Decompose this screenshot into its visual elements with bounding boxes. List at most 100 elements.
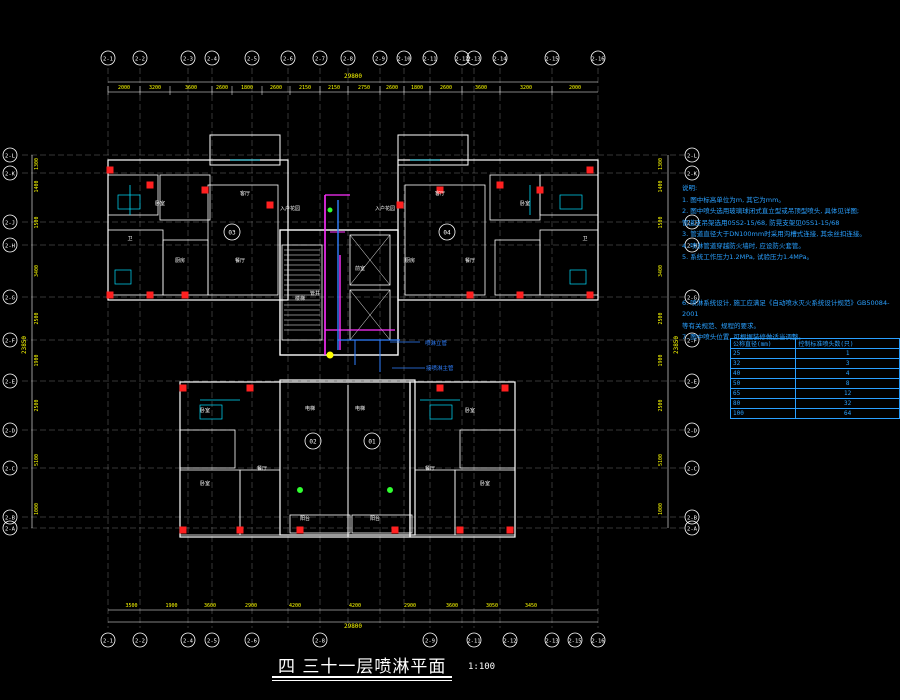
- axis-bubble: [244, 50, 260, 66]
- axis-label: 2-L: [687, 154, 698, 160]
- room-label: 卧室: [200, 480, 210, 487]
- room-outline: [207, 184, 279, 296]
- sprinkler-head: [387, 487, 393, 493]
- dimension-value: 2500: [658, 312, 664, 324]
- red-column-mark: [106, 166, 114, 174]
- axis-label: 2-15: [568, 639, 581, 645]
- axis-bubble: [567, 632, 583, 648]
- dimension-value: 1800: [241, 85, 253, 91]
- axis-bubble: [2, 214, 18, 230]
- room-outline: [159, 174, 211, 221]
- red-column-mark: [179, 526, 187, 534]
- room-label: 电梯: [305, 405, 315, 412]
- axis-bubble: [2, 289, 18, 305]
- note-line: 3. 管道直径大于DN100mm时采用沟槽式连接, 其余丝扣连接。: [682, 230, 866, 238]
- fixture-outline: [569, 269, 587, 285]
- axis-label: 2-A: [687, 527, 698, 533]
- axis-bubble: [132, 632, 148, 648]
- axis-label: 2-A: [5, 527, 16, 533]
- axis-bubble: [544, 50, 560, 66]
- table-cell: 40: [729, 368, 797, 379]
- axis-bubble: [684, 237, 700, 253]
- dimension-value: 2500: [658, 399, 664, 411]
- room-label: 阳台: [370, 515, 380, 522]
- red-column-mark: [436, 186, 444, 194]
- dimension-value: 3050: [486, 603, 498, 609]
- axis-label: 2-5: [207, 639, 217, 645]
- axis-label: 2-4: [207, 57, 218, 63]
- table-cell: 1: [795, 348, 900, 359]
- dimension-value: 2750: [358, 85, 370, 91]
- table-cell: 32: [729, 358, 797, 369]
- room-outline: [494, 239, 541, 296]
- axis-label: 2-C: [687, 467, 697, 473]
- axis-bubble: [312, 632, 328, 648]
- balcony-outline: [289, 514, 351, 534]
- axis-bubble: [684, 147, 700, 163]
- axis-bubble: [180, 632, 196, 648]
- red-column-mark: [501, 384, 509, 392]
- table-header-cell: 控制标准喷头数(只): [795, 338, 900, 349]
- unit-bubble: [223, 223, 241, 241]
- red-column-mark: [106, 291, 114, 299]
- axis-label: 2-10: [397, 57, 410, 63]
- axis-bubble: [2, 422, 18, 438]
- title-underline: [272, 676, 452, 678]
- axis-bubble: [100, 50, 116, 66]
- axis-bubble: [372, 50, 388, 66]
- elevator-cross: [349, 289, 391, 341]
- table-header-cell: 公称直径(mm): [729, 338, 797, 349]
- table-header-row: 公称直径(mm) 控制标准喷头数(只): [729, 338, 900, 349]
- room-outline: [539, 229, 599, 296]
- axis-label: 2-G: [687, 296, 697, 302]
- axis-bubble: [684, 520, 700, 536]
- room-label: 阳台: [300, 515, 310, 522]
- axis-label: 2-E: [687, 380, 697, 386]
- axis-bubble: [204, 632, 220, 648]
- axis-label: 2-13: [467, 57, 480, 63]
- axis-bubble: [684, 289, 700, 305]
- core-outline: [279, 229, 399, 356]
- red-column-mark: [436, 384, 444, 392]
- red-column-mark: [246, 384, 254, 392]
- room-label: 客厅: [435, 190, 445, 197]
- dimension-value: 2000: [118, 85, 130, 91]
- dimension-value: 1900: [34, 354, 40, 366]
- axis-bubble: [502, 632, 518, 648]
- dimension-value: 1900: [165, 603, 177, 609]
- room-outline: [404, 184, 486, 296]
- note-line: 4. 喷淋管道穿越防火墙时, 应设防火套管。: [682, 241, 805, 250]
- dimension-value: 2500: [34, 312, 40, 324]
- axis-label: 2-5: [247, 57, 257, 63]
- dimension-total: 23850: [673, 336, 680, 354]
- room-outline: [162, 239, 209, 296]
- dimension-value: 3600: [204, 603, 216, 609]
- room-outline: [414, 469, 456, 536]
- axis-label: 2-E: [5, 380, 15, 386]
- room-outline: [179, 469, 241, 536]
- dimension-value: 2600: [386, 85, 398, 91]
- axis-label: 2-8: [343, 57, 353, 63]
- dimension-value: 2600: [440, 85, 452, 91]
- red-column-mark: [266, 201, 274, 209]
- note-line: 管道支吊架选用05S2-15/68, 防晃支架见05S1-15/68: [682, 218, 840, 227]
- axis-label: 2-J: [5, 221, 15, 227]
- axis-label: 2-12: [455, 57, 468, 63]
- table-cell: 50: [729, 378, 797, 389]
- axis-bubble: [684, 460, 700, 476]
- title-underline-thin: [272, 680, 452, 681]
- axis-label: 2-7: [315, 57, 325, 63]
- room-outline: [459, 429, 516, 469]
- note-line: 2. 图中喷头选用玻璃球闭式直立型或吊顶型喷头, 具体见详图;: [682, 207, 860, 215]
- axis-bubble: [2, 509, 18, 525]
- axis-label: 2-9: [425, 639, 435, 645]
- dimension-value: 4200: [289, 603, 301, 609]
- axis-bubble: [590, 50, 606, 66]
- axis-bubble: [684, 332, 700, 348]
- dimension-value: 1500: [34, 216, 40, 228]
- axis-bubble: [466, 632, 482, 648]
- unit-label: 04: [443, 230, 451, 237]
